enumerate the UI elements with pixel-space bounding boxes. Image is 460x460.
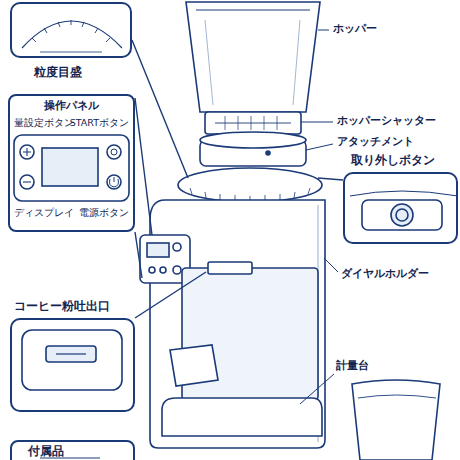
box-title: 付属品: [28, 445, 64, 459]
part-label: 計量台: [335, 360, 370, 373]
callout-title: 取り外しボタン: [351, 154, 435, 168]
part-label: ダイヤルホルダー: [340, 268, 430, 281]
panel-callout: 操作パネル量設定ボタンSTARTボタンディスプレイ電源ボタン: [8, 94, 135, 232]
button-label: 量設定ボタン: [14, 118, 74, 129]
callout-title: 粒度目盛: [34, 66, 82, 80]
button-label: STARTボタン: [70, 118, 129, 129]
accessory-box: 付属品: [10, 440, 135, 460]
callout-title: コーヒー粉吐出口: [14, 300, 110, 314]
button-label: 電源ボタン: [79, 208, 129, 219]
zoom-box: コーヒー粉吐出口: [10, 318, 135, 412]
display-label: ディスプレイ: [14, 208, 74, 219]
part-label: ホッパーシャッター: [336, 115, 437, 128]
part-label: ホッパー: [332, 23, 378, 36]
callout-box: 粒度目盛: [10, 2, 132, 58]
panel-title: 操作パネル: [10, 100, 133, 112]
part-label: アタッチメント: [336, 136, 415, 149]
zoom-box: 取り外しボタン: [343, 172, 458, 244]
